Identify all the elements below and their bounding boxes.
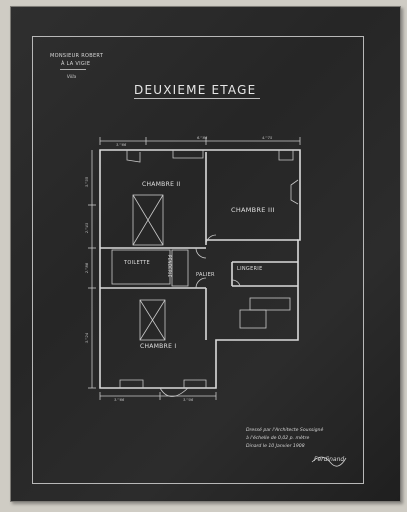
- toilette-room: [111, 249, 171, 285]
- ch3-window: [278, 150, 294, 161]
- dim-left-3: 2.ᵐ88: [85, 262, 90, 274]
- ch2-cupboard-cross: [132, 194, 164, 246]
- ch3-bay: [290, 179, 299, 205]
- room-toilette: TOILETTE: [124, 260, 150, 266]
- room-palier: PALIER: [196, 272, 215, 278]
- note-line-3: Dinard le 10 Janvier 1908: [246, 444, 305, 449]
- stair: [249, 297, 291, 311]
- border-frame: [32, 36, 364, 484]
- door-ch2: [195, 247, 207, 259]
- door-ch1: [195, 277, 207, 289]
- dim-left-1: 3.ᵐ35: [85, 176, 90, 188]
- owner-location: À LA VIGIE: [61, 61, 91, 67]
- title-underline: [134, 98, 260, 99]
- plan-title: DEUXIEME ETAGE: [134, 83, 257, 97]
- ch2-window: [126, 150, 141, 163]
- signature-flourish: [311, 456, 347, 467]
- owner-divider: [60, 69, 86, 70]
- note-line-2: à l'échelle de 0,02 p. mètre: [246, 436, 310, 441]
- dim-left-2: 2.ᵐ43: [85, 222, 90, 234]
- penderie-room: [171, 249, 189, 287]
- dim-bottom-1: 3.ᵐ66: [114, 398, 125, 402]
- dim-top-2: 6.ᵐ86: [197, 136, 208, 140]
- room-chambre-2: CHAMBRE II: [142, 181, 181, 188]
- room-penderie: PENDERIE: [167, 255, 172, 278]
- owner-name: MONSIEUR ROBERT: [50, 53, 104, 59]
- architect-signature: Ferdinand: [314, 456, 345, 463]
- door-ch3: [205, 234, 217, 246]
- dim-top-3: 4.ᵐ75: [262, 136, 273, 140]
- note-line-1: Dressé par l'Architecte Soussigné: [246, 428, 324, 433]
- landing-window: [172, 150, 204, 159]
- dim-top-1: 3.ᵐ66: [116, 143, 127, 147]
- ch1-window-e: [183, 379, 207, 388]
- ch2-cupboard: [132, 194, 164, 246]
- ch1-bay: [159, 387, 189, 397]
- door-lingerie: [231, 279, 241, 287]
- room-chambre-1: CHAMBRE I: [140, 343, 177, 350]
- stair-lower: [239, 309, 267, 329]
- ch1-cupboard: [139, 299, 166, 341]
- blueprint-sheet: [10, 6, 401, 502]
- ch1-cupboard-cross: [139, 299, 166, 341]
- dim-left-4: 3.ᵐ24: [85, 332, 90, 344]
- ch1-window-w: [119, 379, 144, 388]
- dim-bottom-2: 3.ᵐ06: [183, 398, 194, 402]
- owner-villa: Villa: [67, 75, 77, 80]
- room-lingerie: LINGERIE: [237, 266, 263, 272]
- room-chambre-3: CHAMBRE III: [231, 206, 275, 214]
- outer-wall: [99, 149, 301, 389]
